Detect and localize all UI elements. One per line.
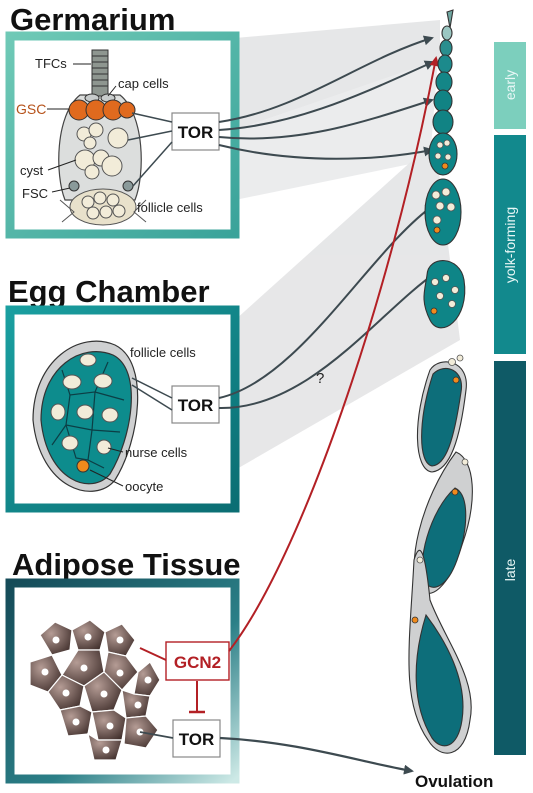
- adipose-tor-box: [172, 719, 221, 758]
- fsc-label: FSC: [22, 186, 48, 201]
- stage-yolk-forming-label: yolk-forming: [502, 207, 518, 283]
- ovariole: [408, 9, 473, 754]
- fat-cell-nuclei: [41, 633, 152, 754]
- stage-bars: early yolk-forming late: [494, 42, 526, 755]
- germarium-tor-label: TOR: [178, 123, 214, 142]
- cap-cells-label: cap cells: [118, 76, 169, 91]
- follicle-cell-cluster: [69, 188, 137, 226]
- ovariole-oocytes: [411, 162, 460, 624]
- adipose-panel: GCN2 TOR: [5, 578, 240, 784]
- stage-bar-early: [494, 42, 526, 129]
- cyst-label: cyst: [20, 163, 44, 178]
- stage-bar-late: [494, 361, 526, 755]
- unknown-mark: ?: [316, 370, 324, 387]
- follicle-cells-label: follicle cells: [137, 200, 203, 215]
- nurse-cell-nuclei: [50, 353, 119, 455]
- tor-signaling-arrows: [218, 35, 439, 775]
- egg-chamber-panel: follicle cells nurse cells oocyte TOR: [5, 305, 240, 513]
- stage-late-label: late: [502, 559, 518, 582]
- tfcs-label: TFCs: [35, 56, 67, 71]
- nurse-cells-label: nurse cells: [125, 445, 188, 460]
- oocyte-nucleus: [76, 459, 90, 473]
- egg-chamber-tor-box: [171, 385, 220, 424]
- adipose-tissue-title: Adipose Tissue: [12, 547, 241, 582]
- stage-early-label: early: [502, 70, 518, 100]
- gcn2-label: GCN2: [174, 653, 221, 672]
- stage-bar-yolk-forming: [494, 135, 526, 354]
- fsc-cell-left: [68, 180, 80, 192]
- gcn2-activation-arrow: [228, 56, 440, 652]
- fsc-cell-right: [122, 180, 134, 192]
- gsc-label: GSC: [16, 101, 46, 117]
- gcn2-box: [165, 641, 230, 681]
- egg-chamber-tor-label: TOR: [178, 396, 214, 415]
- germarium-panel: TFCs cap cells GSC cyst FSC follicle cel…: [5, 31, 240, 239]
- ovariole-nuclei: [416, 139, 469, 564]
- tfc-stack: [91, 49, 109, 97]
- egg-chamber-title: Egg Chamber: [8, 274, 210, 309]
- germarium-tor-box: [171, 112, 220, 151]
- ovulation-label: Ovulation: [415, 772, 493, 791]
- egg-follicle-cells-label: follicle cells: [130, 345, 196, 360]
- oocyte-label: oocyte: [125, 479, 163, 494]
- adipose-tor-label: TOR: [179, 730, 215, 749]
- germarium-title: Germarium: [10, 2, 175, 37]
- cyst-cells: [74, 122, 129, 180]
- gsc-cells: [68, 99, 136, 121]
